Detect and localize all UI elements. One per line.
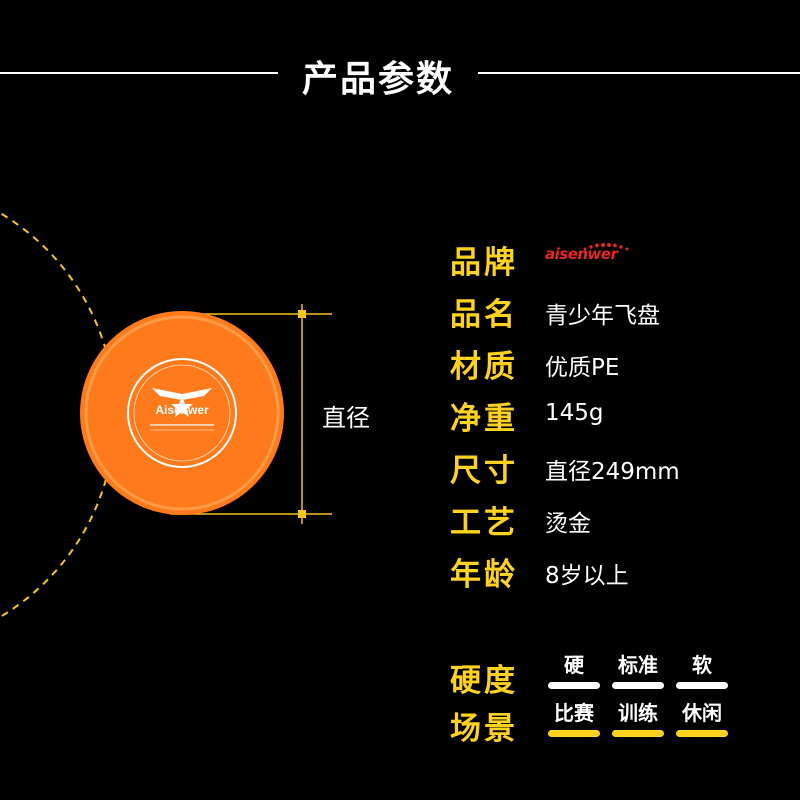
brand-logo: aisenwer [545, 239, 645, 269]
title-divider-right [478, 72, 800, 74]
scale-option: 硬 [548, 649, 600, 689]
spec-key: 工艺 [450, 505, 518, 541]
scale-key: 场景 [450, 711, 518, 747]
scale-option: 训练 [612, 697, 664, 737]
logo-dots-icon [583, 243, 629, 251]
page-title: 产品参数 [301, 59, 454, 100]
spec-key: 品名 [450, 297, 518, 333]
spec-key: 年龄 [450, 557, 518, 593]
scale-option: 标准 [612, 649, 664, 689]
spec-value: 青少年飞盘 [545, 303, 660, 329]
spec-value: 优质PE [545, 355, 620, 381]
scale-option-bar [612, 730, 664, 737]
scale-option-bar [612, 682, 664, 689]
scale-option-label: 训练 [618, 701, 658, 725]
spec-key: 材质 [450, 349, 518, 385]
scale-option-bar [548, 682, 600, 689]
spec-value: 145g [545, 400, 604, 426]
title-divider-left [0, 72, 278, 74]
wings-emblem-icon [152, 388, 212, 400]
scale-option-label: 标准 [618, 653, 658, 677]
scale-option-bar [676, 730, 728, 737]
scale-option: 比赛 [548, 697, 600, 737]
spec-value: 直径249mm [545, 459, 680, 485]
scale-option-label: 硬 [564, 653, 584, 677]
spec-key: 品牌 [450, 245, 518, 281]
spec-value: 烫金 [545, 511, 591, 537]
disc-brand-text: Aisenwer [155, 403, 209, 417]
scale-option-bar [548, 730, 600, 737]
scale-key: 硬度 [450, 663, 518, 699]
scale-option: 软 [676, 649, 728, 689]
scale-option-label: 比赛 [554, 701, 594, 725]
section-header: 产品参数 [0, 44, 800, 104]
spec-key: 净重 [450, 401, 518, 437]
diameter-label: 直径 [322, 404, 370, 432]
scale-option-bar [676, 682, 728, 689]
brand-logo-text: aisenwer [545, 245, 618, 263]
star-icon [171, 396, 193, 417]
scale-option-label: 休闲 [682, 701, 722, 725]
scale-option-label: 软 [692, 653, 712, 677]
dimension-marker-top [298, 310, 306, 318]
scale-option: 休闲 [676, 697, 728, 737]
spec-value: 8岁以上 [545, 563, 629, 589]
spec-key: 尺寸 [450, 453, 518, 489]
dimension-marker-bottom [298, 510, 306, 518]
frisbee-disc [80, 311, 284, 515]
